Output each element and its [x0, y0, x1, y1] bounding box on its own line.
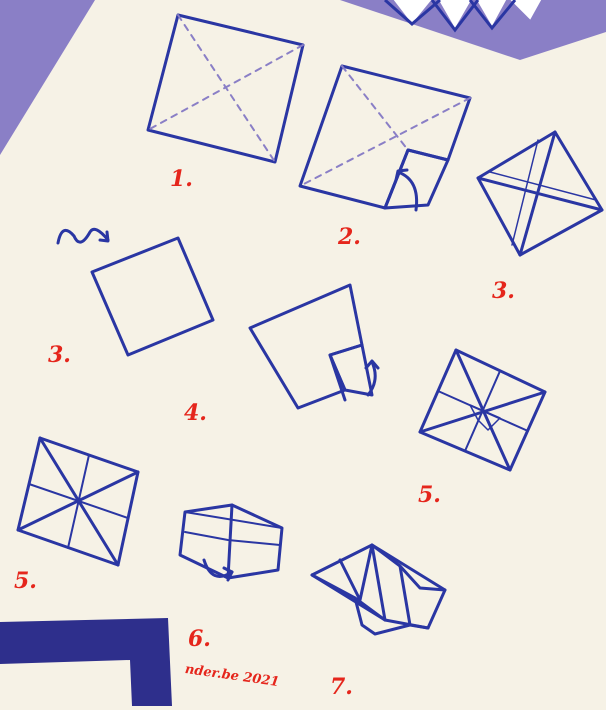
step-1-square	[148, 15, 303, 162]
step-label-1: 1.	[170, 168, 193, 190]
step-3-diamond	[478, 132, 602, 255]
step-5-square-left	[18, 438, 138, 565]
navy-frame	[0, 618, 172, 706]
step-label-3-right: 3.	[492, 280, 515, 302]
step-label-6: 6.	[188, 628, 211, 650]
step-2-folded-corner	[300, 66, 470, 210]
step-3-flip-square	[58, 229, 213, 355]
step-4-folded-corner	[250, 285, 378, 408]
step-5-square-right	[420, 350, 545, 470]
step-label-7: 7.	[330, 676, 353, 698]
step-6-folded-rectangle	[180, 505, 282, 580]
step-label-2: 2.	[338, 226, 361, 248]
fold-arrow-icon	[398, 172, 417, 210]
step-7-fortune-teller	[312, 545, 445, 634]
step-label-4: 4.	[184, 402, 207, 424]
step-label-3-left: 3.	[48, 344, 71, 366]
step-label-5-right: 5.	[418, 484, 441, 506]
lavender-band-left	[0, 0, 95, 155]
lavender-band-top	[340, 0, 606, 60]
step-label-5-left: 5.	[14, 570, 37, 592]
